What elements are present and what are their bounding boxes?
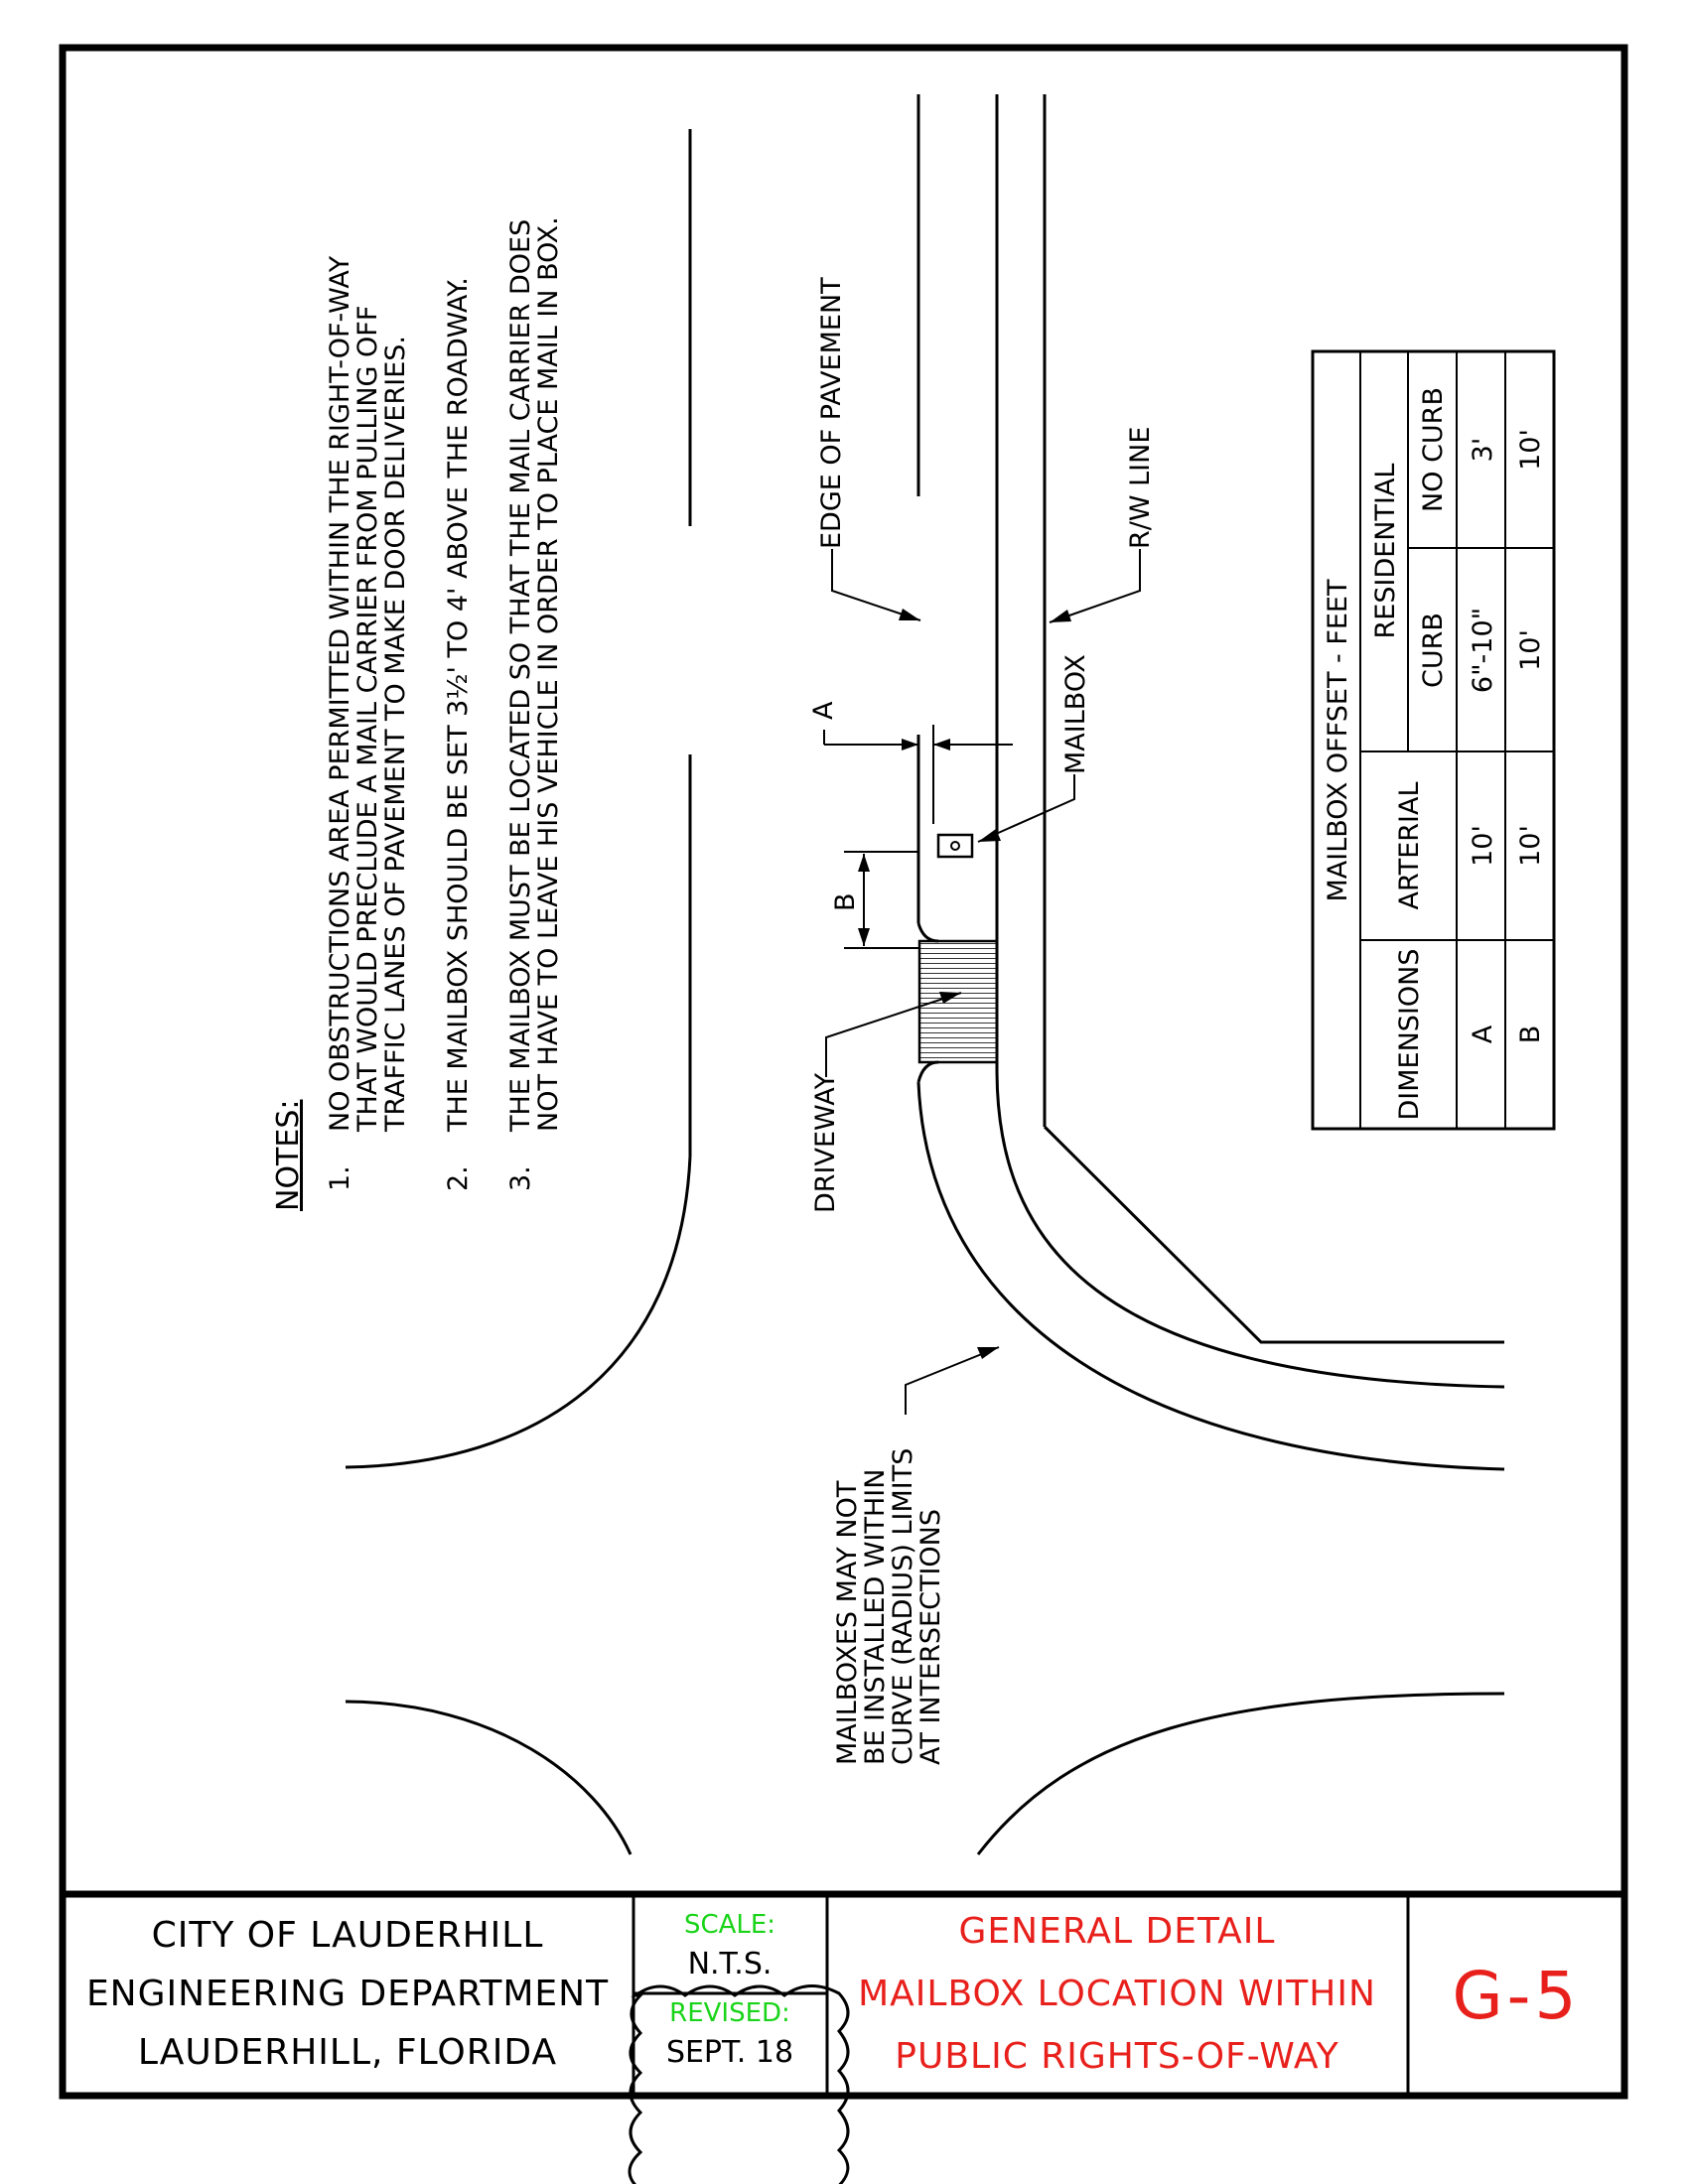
table-row-a-dim: A	[1468, 1024, 1498, 1043]
edge-of-pavement-label: EDGE OF PAVEMENT	[816, 277, 847, 549]
note-2-line-1: THE MAILBOX SHOULD BE SET 3½' TO 4' ABOV…	[443, 277, 474, 1133]
scale-label: SCALE:	[684, 1910, 775, 1940]
offset-table: MAILBOX OFFSET - FEET DIMENSIONS ARTERIA…	[1311, 349, 1556, 1131]
curve-note-line-4: AT INTERSECTIONS	[915, 1509, 946, 1765]
table-curb-header: CURB	[1418, 613, 1449, 688]
note-3-line-2: NOT HAVE TO LEAVE HIS VEHICLE IN ORDER T…	[533, 216, 564, 1132]
detail-title-line-1: GENERAL DETAIL	[959, 1911, 1276, 1952]
note-1-line-3: TRAFFIC LANES OF PAVEMENT TO MAKE DOOR D…	[380, 336, 411, 1133]
curve-note-line-2: BE INSTALLED WITHIN	[860, 1469, 891, 1765]
note-1-number: 1.	[325, 1165, 355, 1191]
agency-line-3: LAUDERHILL, FLORIDA	[138, 2032, 557, 2073]
note-1-line-2: THAT WOULD PRECLUDE A MAIL CARRIER FROM …	[352, 306, 383, 1133]
table-row-b-arterial: 10'	[1515, 825, 1546, 867]
table-no-curb-header: NO CURB	[1418, 387, 1449, 512]
detail-title-line-2: MAILBOX LOCATION WITHIN	[858, 1974, 1376, 2014]
note-3-line-1: THE MAILBOX MUST BE LOCATED SO THAT THE …	[505, 219, 536, 1133]
mailbox-label: MAILBOX	[1060, 654, 1091, 774]
table-residential-header: RESIDENTIAL	[1370, 464, 1401, 639]
corner-arc-upper-left	[345, 1156, 692, 1469]
road-plan	[345, 94, 1505, 1855]
table-arterial-header: ARTERIAL	[1394, 781, 1425, 909]
table-row-a-no-curb: 3'	[1468, 438, 1498, 463]
corner-arc-lower-right	[976, 1692, 1505, 1855]
note-2-number: 2.	[443, 1165, 474, 1191]
table-dimensions-header: DIMENSIONS	[1394, 949, 1425, 1121]
dimension-b-label: B	[830, 892, 861, 911]
table-row-a-arterial: 10'	[1468, 825, 1498, 867]
scale-value: N.T.S.	[688, 1947, 773, 1981]
notes-block: NOTES: 1. NO OBSTRUCTIONS AREA PERMITTED…	[271, 216, 564, 1211]
driveway-label: DRIVEWAY	[810, 1072, 841, 1213]
sheet-border	[59, 44, 1628, 2100]
table-title: MAILBOX OFFSET - FEET	[1323, 579, 1353, 902]
curve-note: MAILBOXES MAY NOT BE INSTALLED WITHIN CU…	[832, 1448, 946, 1765]
curb-return-outer	[916, 1081, 1505, 1471]
rw-chamfer	[1043, 1125, 1504, 1344]
curve-note-line-3: CURVE (RADIUS) LIMITS	[888, 1448, 918, 1765]
note-3-number: 3.	[505, 1165, 536, 1191]
rw-line-label: R/W LINE	[1125, 427, 1156, 549]
dimension-a-label: A	[808, 701, 839, 720]
curb-return-sidewalk	[995, 1071, 1505, 1389]
mailbox-symbol	[936, 833, 974, 859]
revised-label: REVISED:	[669, 1998, 790, 2028]
note-1-line-1: NO OBSTRUCTIONS AREA PERMITTED WITHIN TH…	[325, 255, 355, 1132]
title-block: CITY OF LAUDERHILL ENGINEERING DEPARTMEN…	[86, 1894, 1581, 2184]
table-row-b-dim: B	[1515, 1025, 1546, 1044]
curve-note-line-1: MAILBOXES MAY NOT	[832, 1480, 863, 1765]
agency-line-2: ENGINEERING DEPARTMENT	[86, 1974, 609, 2014]
table-row-a-curb: 6"-10"	[1468, 608, 1498, 693]
detail-title-line-3: PUBLIC RIGHTS-OF-WAY	[895, 2036, 1338, 2077]
table-row-b-no-curb: 10'	[1515, 429, 1546, 471]
revised-value: SEPT. 18	[666, 2035, 793, 2070]
table-row-b-curb: 10'	[1515, 629, 1546, 671]
notes-heading: NOTES:	[271, 1100, 306, 1212]
revision-cloud	[628, 1984, 850, 2184]
agency-line-1: CITY OF LAUDERHILL	[152, 1915, 544, 1956]
corner-arc-lower-left	[345, 1700, 633, 1855]
sheet-number: G-5	[1453, 1958, 1581, 2034]
